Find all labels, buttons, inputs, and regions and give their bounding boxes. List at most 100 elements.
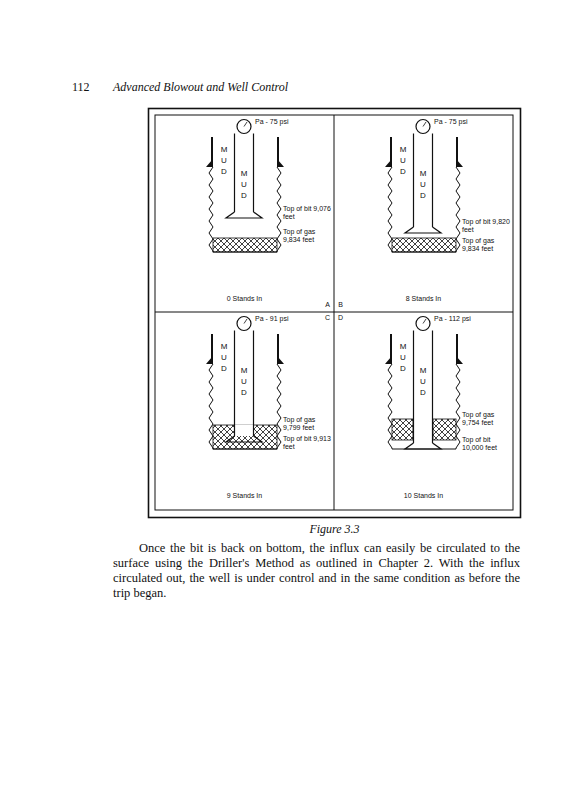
mud-letter: D [399,167,407,176]
pressure-gauge [416,120,430,134]
panel-letter: A [323,301,332,309]
mud-letter: D [399,364,407,373]
drill-pipe [413,134,414,228]
mud-letter: U [240,180,248,189]
drill-pipe [432,331,433,444]
mud-letter: M [399,145,407,154]
depth-label: Top of gas 9,834 feet [283,228,331,244]
figure-panel: 9 Stands In [155,312,334,509]
mud-letter: U [220,156,228,165]
drill-pipe [253,134,254,213]
hole-wall [209,167,213,252]
hole-wall [456,364,460,449]
mud-letter: M [419,169,427,178]
figure-panel: 8 Stands In [334,115,513,312]
gas-influx [213,425,277,449]
drill-bit [405,443,441,449]
casing-shoe [206,160,212,167]
hole-wall [277,364,281,449]
pipe-interior [235,425,254,437]
hole-wall [209,364,213,449]
depth-label: Top of gas 9,754 feet [462,411,510,427]
mud-letter: M [220,342,228,351]
hole-wall [277,167,281,252]
depth-label: Top of bit 10,000 feet [462,436,510,452]
casing-shoe [206,357,212,364]
casing-shoe [457,160,463,167]
gas-influx [392,419,413,440]
mud-letter: D [240,388,248,397]
hole-wall [388,364,392,449]
mud-letter: U [240,377,248,386]
mud-letter: U [399,156,407,165]
depth-label: Top of gas 9,799 feet [283,416,331,432]
drill-bit [226,212,262,218]
pressure-gauge [237,120,251,134]
hole-wall [456,167,460,252]
gas-influx [433,419,456,440]
mud-letter: M [220,145,228,154]
figure-panel: 0 Stands In [155,115,334,312]
gauge-needle [423,319,426,324]
mud-letter: U [399,353,407,362]
casing-shoe [278,160,284,167]
mud-letter: M [240,366,248,375]
pressure-reading: Pa - 75 psi [255,118,288,126]
figure-caption: Figure 3.3 [148,522,521,537]
mud-letter: D [419,191,427,200]
drill-pipe [234,134,235,213]
figure-inner-frame [155,115,513,510]
stands-label: 8 Stands In [334,294,513,303]
depth-label: Top of bit 9,820 feet [462,218,510,234]
drill-bit [405,227,441,233]
gauge-needle [423,122,426,127]
gauge-needle [244,319,247,324]
pressure-gauge [237,317,251,331]
drill-pipe [253,331,254,437]
casing-shoe [457,357,463,364]
casing-shoe [278,357,284,364]
stands-label: 0 Stands In [155,294,334,303]
hole-bottom [213,252,277,253]
figure-frame [149,109,521,518]
depth-label: Top of bit 9,076 feet [283,205,331,221]
mud-letter: D [240,191,248,200]
mud-letter: M [240,169,248,178]
drill-pipe [234,331,235,437]
wellbore-sketch [385,317,463,450]
wellbore-sketch [206,317,284,450]
mud-letter: D [220,167,228,176]
pressure-reading: Pa - 75 psi [434,118,467,126]
gas-influx [392,238,456,252]
depth-label: Top of gas 9,834 feet [462,237,510,253]
page-number: 112 [72,80,90,94]
body-text: Once the bit is back on bottom, the infl… [113,541,520,601]
mud-letter: U [419,180,427,189]
mud-letter: D [419,388,427,397]
panel-letter: C [323,314,332,322]
depth-label: Top of bit 9,913 feet [283,435,331,451]
mud-letter: M [399,342,407,351]
panel-letter: B [336,301,345,309]
drill-pipe [413,331,414,444]
pressure-reading: Pa - 91 psi [255,315,288,323]
drill-pipe [432,134,433,228]
hole-bottom [392,252,456,253]
gauge-needle [244,122,247,127]
panel-letter: D [336,314,345,322]
mud-letter: U [220,353,228,362]
pressure-gauge [416,317,430,331]
casing-shoe [385,160,391,167]
mud-letter: M [419,366,427,375]
mud-letter: U [419,377,427,386]
wellbore-sketch [206,120,284,253]
hole-wall [388,167,392,252]
panel-divider [155,312,513,313]
casing-shoe [385,357,391,364]
figure-panel: 10 Stands In [334,312,513,509]
wellbore-sketch [385,120,463,253]
running-head: Advanced Blowout and Well Control [113,80,288,94]
gas-influx [213,238,277,252]
drill-bit [226,436,262,442]
stands-label: 9 Stands In [155,491,334,500]
